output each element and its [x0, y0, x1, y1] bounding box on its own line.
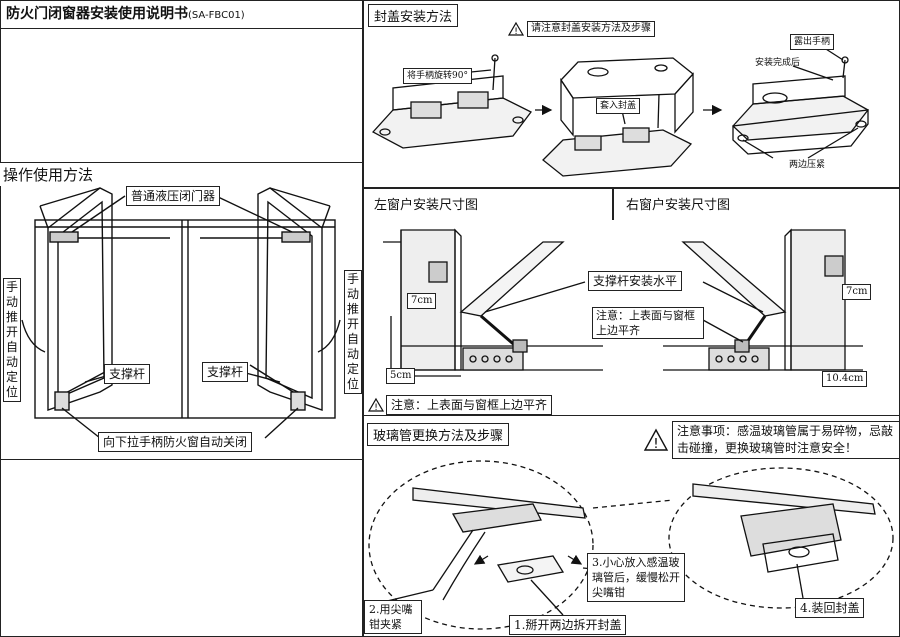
right-align-note: 注意：上表面与窗框上边平齐	[592, 307, 704, 339]
left-vertical-note: 手动推开自动定位	[3, 278, 21, 402]
glass-heading: 玻璃管更换方法及步骤	[367, 423, 510, 446]
warning-triangle-icon: !	[643, 428, 669, 452]
model-code: (SA-FBC01)	[188, 10, 245, 21]
cover-heading: 封盖安装方法	[368, 4, 459, 27]
step-3-text: 3.小心放入感温玻璃管后，缓慢松开尖嘴钳	[592, 556, 680, 599]
step-1-label: 1.掰开两边拆开封盖	[509, 615, 627, 635]
bottom-align-note-text: 注意：上表面与窗框上边平齐	[386, 395, 553, 415]
cover-warning: ! 请注意封盖安装方法及步骤	[507, 21, 655, 37]
svg-text:!: !	[653, 437, 658, 452]
dim-7cm-right: 7cm	[842, 284, 872, 300]
warning-triangle-icon: !	[507, 21, 525, 37]
operation-illustration	[21, 187, 341, 439]
glass-notice-text: 注意事项：感温玻璃管属于易碎物，忌敲击碰撞，更换玻璃管时注意安全！	[672, 421, 900, 459]
operation-heading: 操作使用方法	[0, 163, 97, 186]
bottom-align-note: ! 注意：上表面与窗框上边平齐	[367, 395, 553, 415]
left-operation-panel	[0, 162, 363, 460]
title-text: 防火门闭窗器安装使用说明书	[6, 6, 188, 22]
cover-illustration	[371, 41, 869, 177]
dim-5cm: 5cm	[386, 368, 416, 384]
step-4-label: 4.装回封盖	[795, 598, 865, 618]
expose-handle-label: 露出手柄	[790, 34, 835, 50]
insert-cover-label: 套入封盖	[596, 98, 641, 114]
install-done-label: 安装完成后	[755, 58, 801, 68]
left-window-heading: 左窗户安装尺寸图	[370, 194, 483, 213]
right-vertical-note: 手动推开自动定位	[344, 270, 362, 394]
dim-10-4cm: 10.4cm	[822, 371, 868, 387]
left-stay-label: 支撑杆	[104, 364, 151, 384]
glass-notice: ! 注意事项：感温玻璃管属于易碎物，忌敲击碰撞，更换玻璃管时注意安全！	[643, 421, 900, 459]
warning-triangle-icon: !	[367, 397, 385, 413]
document-title: 防火门闭窗器安装使用说明书(SA-FBC01)	[6, 3, 245, 23]
cover-warning-text: 请注意封盖安装方法及步骤	[527, 21, 655, 37]
step-3-label: 3.小心放入感温玻璃管后，缓慢松开尖嘴钳	[587, 553, 685, 602]
svg-text:!: !	[514, 27, 518, 37]
right-stay-label: 支撑杆	[202, 362, 249, 382]
right-window-heading: 右窗户安装尺寸图	[622, 194, 735, 213]
step-2-label: 2.用尖嘴钳夹紧	[364, 600, 422, 634]
right-align-note-text: 注意：上表面与窗框上边平齐	[596, 309, 695, 337]
press-both-sides-label: 两边压紧	[789, 160, 826, 170]
dim-7cm-left: 7cm	[407, 293, 437, 309]
pull-down-label: 向下拉手柄防火窗自动关闭	[98, 432, 253, 452]
level-install-label: 支撑杆安装水平	[588, 271, 683, 291]
rotate-handle-label: 将手柄旋转90°	[403, 68, 472, 84]
closer-label: 普通液压闭门器	[126, 186, 221, 206]
step-2-text: 2.用尖嘴钳夹紧	[369, 603, 413, 631]
left-title-row	[0, 0, 363, 29]
svg-text:!: !	[374, 403, 378, 413]
window-divider	[612, 188, 614, 220]
